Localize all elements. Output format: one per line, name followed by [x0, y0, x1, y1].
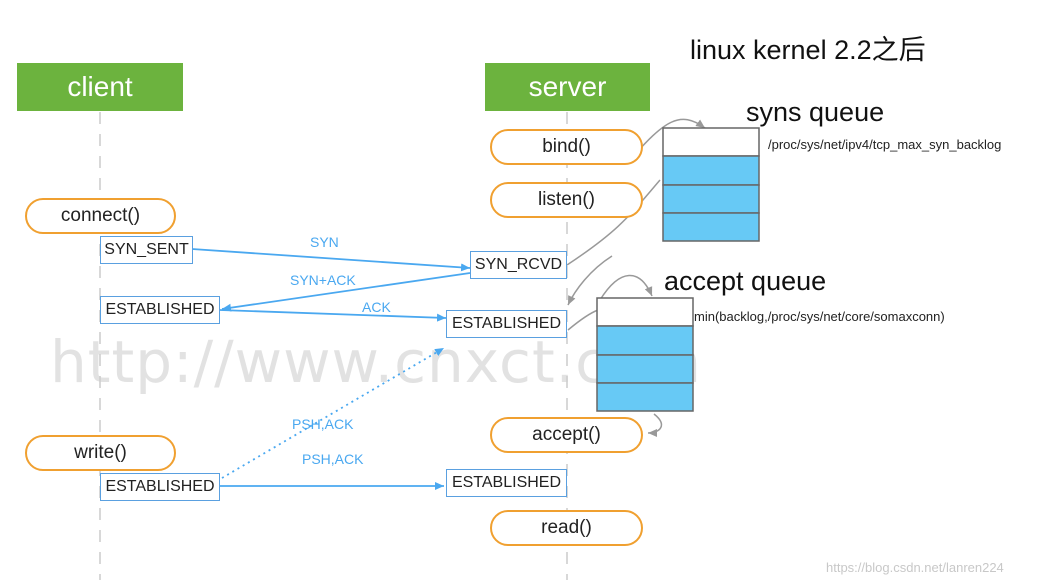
- syns-queue-label: syns queue: [746, 97, 885, 127]
- accept-queue-box: [596, 297, 694, 412]
- server-header: server: [485, 63, 650, 111]
- accept-queue-slot: [596, 382, 694, 412]
- accept-queue-formula: min(backlog,/proc/sys/net/core/somaxconn…: [694, 309, 945, 324]
- bind-call: bind(): [490, 129, 643, 165]
- ack-arrow: [219, 309, 447, 322]
- syns-queue-box: [662, 127, 760, 242]
- psh-ack-dotted-arrow: [221, 347, 445, 479]
- ack-label: ACK: [362, 299, 391, 315]
- diagram-title: linux kernel 2.2之后: [690, 35, 926, 65]
- queue-to-established-curve: [567, 255, 613, 306]
- read-call: read(): [490, 510, 643, 546]
- syn-rcvd-to-syns-curve: [566, 179, 661, 266]
- client-syn-sent-state: SYN_SENT: [100, 236, 193, 264]
- watermark: http://www.cnxct.com: [50, 328, 702, 396]
- psh-ack-dotted-label: PSH,ACK: [292, 416, 354, 432]
- server-established-state: ESTABLISHED: [446, 310, 567, 338]
- syns-to-accept-curve: [599, 274, 653, 301]
- source-credit: https://blog.csdn.net/lanren224: [826, 560, 1004, 575]
- established-to-accept-queue-curve: [567, 309, 599, 331]
- accept-queue-slot: [596, 354, 694, 384]
- connect-call: connect(): [25, 198, 176, 234]
- accept-queue-to-accept-curve: [647, 413, 663, 437]
- syn-arrow: [191, 248, 471, 272]
- syns-queue-slot: [662, 212, 760, 242]
- accept-call: accept(): [490, 417, 643, 453]
- server-syn-rcvd-state: SYN_RCVD: [470, 251, 567, 279]
- syns-queue-path: /proc/sys/net/ipv4/tcp_max_syn_backlog: [768, 137, 1002, 152]
- listen-call: listen(): [490, 182, 643, 218]
- client-established-state: ESTABLISHED: [100, 296, 220, 324]
- syns-queue-slot: [662, 184, 760, 214]
- accept-queue-slot: [596, 325, 694, 356]
- psh-ack-label: PSH,ACK: [302, 451, 364, 467]
- server-established-state-2: ESTABLISHED: [446, 469, 567, 497]
- client-header: client: [17, 63, 183, 111]
- syn-ack-arrow: [221, 272, 471, 312]
- client-established-state-2: ESTABLISHED: [100, 473, 220, 501]
- write-call: write(): [25, 435, 176, 471]
- accept-queue-label: accept queue: [664, 266, 827, 296]
- syn-ack-label: SYN+ACK: [290, 272, 356, 288]
- syn-label: SYN: [310, 234, 339, 250]
- syns-queue-slot: [662, 155, 760, 186]
